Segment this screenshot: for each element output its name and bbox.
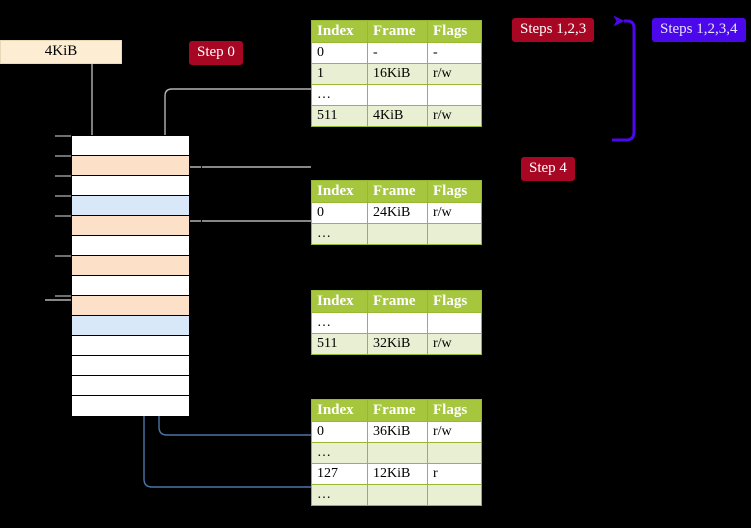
table-cell-frame bbox=[367, 84, 428, 106]
table-row: … bbox=[311, 84, 482, 106]
memory-column-divider bbox=[201, 135, 202, 416]
memory-frame-row bbox=[72, 296, 189, 316]
table-cell-frame: 16KiB bbox=[367, 63, 428, 85]
memory-frame-row bbox=[72, 256, 189, 276]
badge-steps-123: Steps 1,2,3 bbox=[512, 18, 595, 42]
column-header-index: Index bbox=[311, 290, 368, 313]
table-cell-index: 511 bbox=[311, 105, 368, 127]
column-header-flags: Flags bbox=[427, 20, 482, 43]
column-header-frame: Frame bbox=[367, 290, 428, 313]
column-header-frame: Frame bbox=[367, 20, 428, 43]
table-cell-flags: r/w bbox=[427, 202, 482, 224]
table-cell-flags bbox=[427, 442, 482, 464]
column-header-index: Index bbox=[311, 180, 368, 203]
memory-frame-row bbox=[72, 156, 189, 176]
badge-steps-1234: Steps 1,2,3,4 bbox=[652, 18, 746, 42]
column-header-frame: Frame bbox=[367, 180, 428, 203]
memory-tick bbox=[55, 195, 71, 197]
memory-size-label-text: 4KiB bbox=[44, 43, 78, 59]
memory-frame-row bbox=[72, 336, 189, 356]
table-cell-flags: r/w bbox=[427, 105, 482, 127]
table-cell-flags bbox=[427, 223, 482, 245]
table-cell-frame bbox=[367, 442, 428, 464]
table-row: 0-- bbox=[311, 42, 482, 64]
table-cell-frame: 24KiB bbox=[367, 202, 428, 224]
table-cell-flags: - bbox=[427, 42, 482, 64]
table-cell-flags: r/w bbox=[427, 63, 482, 85]
table-cell-index: 0 bbox=[311, 42, 368, 64]
table-cell-index: … bbox=[311, 312, 368, 334]
memory-frame-row bbox=[72, 396, 189, 416]
memory-frame-row bbox=[72, 196, 189, 216]
column-header-index: Index bbox=[311, 399, 368, 422]
table-cell-index: 0 bbox=[311, 421, 368, 443]
column-header-flags: Flags bbox=[427, 290, 482, 313]
memory-frame-row bbox=[72, 236, 189, 256]
table-cell-frame bbox=[367, 312, 428, 334]
column-header-flags: Flags bbox=[427, 180, 482, 203]
column-header-index: Index bbox=[311, 20, 368, 43]
physical-memory-column bbox=[71, 135, 190, 416]
memory-size-label: 4KiB bbox=[0, 40, 122, 64]
memory-tick bbox=[55, 135, 71, 137]
table-cell-frame: 32KiB bbox=[367, 333, 428, 355]
table-cell-index: 127 bbox=[311, 463, 368, 485]
memory-tick bbox=[55, 175, 71, 177]
memory-tick bbox=[55, 215, 71, 217]
memory-frame-row bbox=[72, 176, 189, 196]
column-header-flags: Flags bbox=[427, 399, 482, 422]
table-cell-frame bbox=[367, 484, 428, 506]
table-cell-index: 1 bbox=[311, 63, 368, 85]
table-row: … bbox=[311, 484, 482, 506]
memory-tick bbox=[55, 295, 71, 297]
table-cell-flags: r/w bbox=[427, 421, 482, 443]
memory-frame-row bbox=[72, 136, 189, 156]
table-cell-frame: 36KiB bbox=[367, 421, 428, 443]
memory-frame-row bbox=[72, 216, 189, 236]
table-cell-frame: - bbox=[367, 42, 428, 64]
table-row: … bbox=[311, 312, 482, 334]
badge-step-0: Step 0 bbox=[189, 41, 243, 65]
memory-frame-row bbox=[72, 356, 189, 376]
arrow-table2-to-memory bbox=[177, 220, 311, 256]
table-cell-frame: 4KiB bbox=[367, 105, 428, 127]
table-cell-index: … bbox=[311, 484, 368, 506]
badge-step-4: Step 4 bbox=[521, 157, 575, 181]
column-header-frame: Frame bbox=[367, 399, 428, 422]
memory-frame-row bbox=[72, 316, 189, 336]
table-cell-index: … bbox=[311, 223, 368, 245]
memory-frame-row bbox=[72, 376, 189, 396]
memory-tick bbox=[55, 155, 71, 157]
memory-frame-row bbox=[72, 276, 189, 296]
table-cell-flags bbox=[427, 484, 482, 506]
table-cell-flags: r bbox=[427, 463, 482, 485]
table-cell-index: 0 bbox=[311, 202, 368, 224]
table-cell-flags bbox=[427, 312, 482, 334]
table-cell-frame bbox=[367, 223, 428, 245]
table-cell-index: … bbox=[311, 442, 368, 464]
table-cell-frame: 12KiB bbox=[367, 463, 428, 485]
table-row: … bbox=[311, 223, 482, 245]
table-cell-flags bbox=[427, 84, 482, 106]
arrow-steps-1234-loop bbox=[612, 15, 636, 142]
table-row: … bbox=[311, 442, 482, 464]
table-cell-index: … bbox=[311, 84, 368, 106]
table-cell-flags: r/w bbox=[427, 333, 482, 355]
memory-tick bbox=[55, 255, 71, 257]
table-cell-index: 511 bbox=[311, 333, 368, 355]
